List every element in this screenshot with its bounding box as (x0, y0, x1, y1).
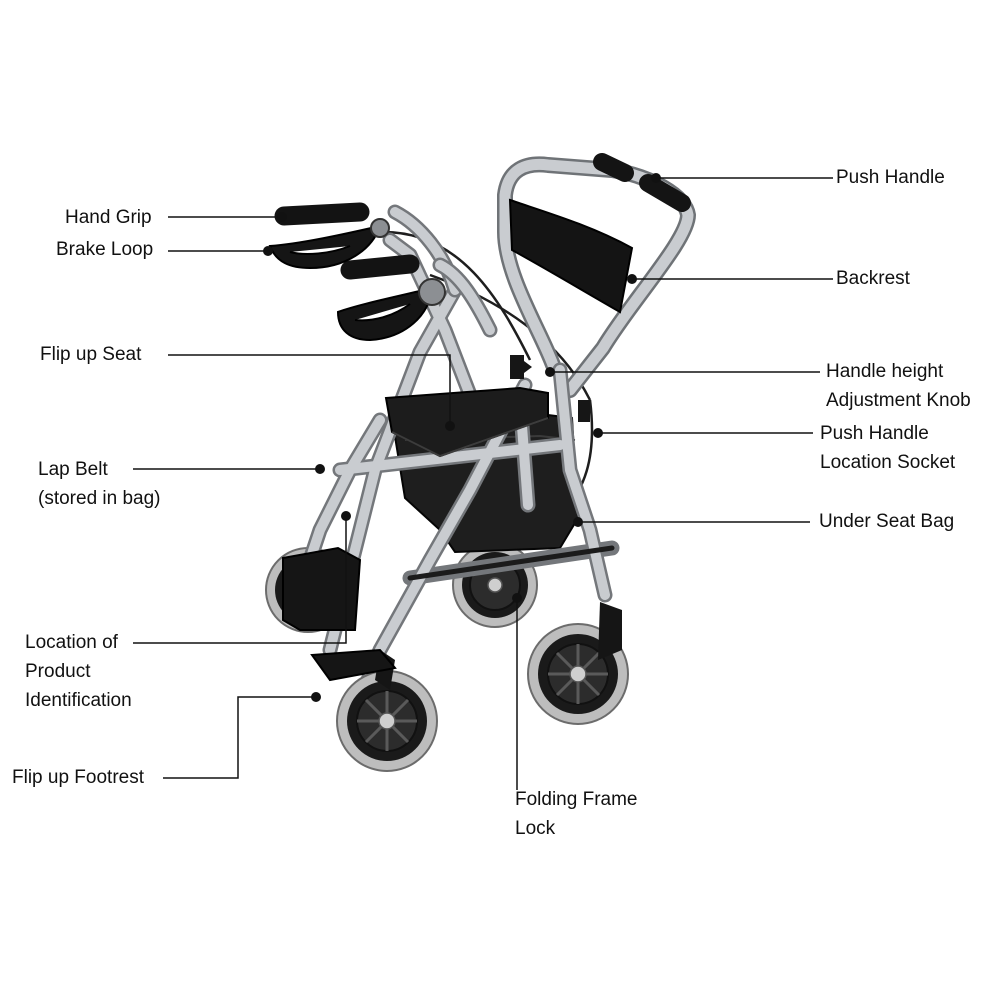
brake-loop-right (336, 286, 434, 342)
footrest-left (282, 546, 362, 631)
label-line: Brake Loop (56, 239, 154, 260)
label-line: Hand Grip (65, 207, 152, 228)
handle-socket (578, 400, 590, 422)
label-line: Lock (515, 818, 556, 839)
label-push-handle: Push Handle (836, 163, 945, 192)
label-line: Adjustment Knob (826, 390, 971, 411)
label-brake-loop: Brake Loop (56, 235, 153, 264)
hand-grip-left (274, 202, 370, 226)
push-handle-grip (593, 153, 634, 182)
label-line: Flip up Seat (40, 344, 142, 365)
backrest-panel (508, 198, 634, 314)
label-line: Product (25, 661, 91, 682)
label-under-seat-bag: Under Seat Bag (819, 507, 954, 536)
label-line: Folding Frame (515, 789, 638, 810)
label-line: Identification (25, 690, 132, 711)
label-line: Flip up Footrest (12, 767, 144, 788)
brake-loop-left (268, 224, 382, 270)
leader-lines (133, 177, 833, 790)
label-line: Location Socket (820, 452, 956, 473)
hand-grip-right (340, 254, 420, 280)
label-line: Lap Belt (38, 459, 108, 480)
label-line: Handle height (826, 361, 944, 382)
label-line: Backrest (836, 268, 910, 289)
label-lap-belt: Lap Belt (stored in bag) (38, 455, 161, 513)
label-flip-up-footrest: Flip up Footrest (12, 763, 144, 792)
label-line: (stored in bag) (38, 488, 161, 509)
label-line: Push Handle (820, 423, 929, 444)
footrest-right (310, 648, 397, 682)
label-flip-up-seat: Flip up Seat (40, 340, 141, 369)
label-line: Push Handle (836, 167, 945, 188)
leader-dots (263, 173, 661, 702)
label-line: Location of (25, 632, 118, 653)
height-knob (510, 355, 532, 379)
label-hand-grip: Hand Grip (65, 203, 152, 232)
label-backrest: Backrest (836, 264, 910, 293)
label-line: Under Seat Bag (819, 511, 955, 532)
